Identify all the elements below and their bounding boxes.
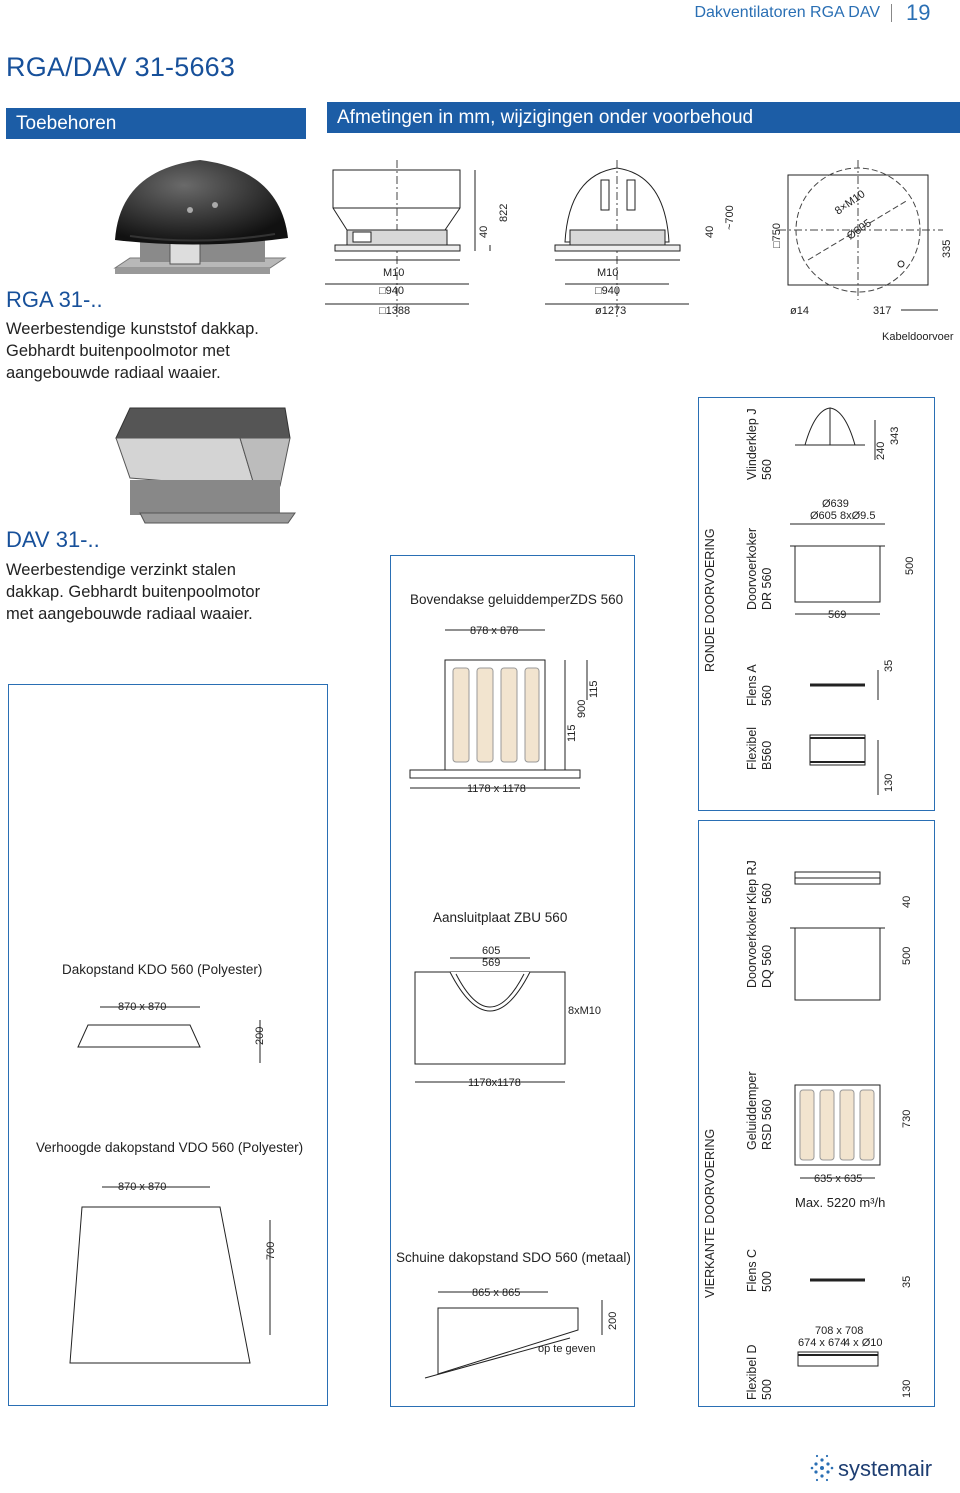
sq1388-label: □1388	[379, 305, 410, 317]
rga-product-image	[113, 160, 288, 274]
page-number: 19	[906, 0, 931, 25]
dr-h500-label: 500	[904, 557, 916, 575]
d822-label: 822	[498, 204, 510, 222]
square-section-label: VIERKANTE DOORVOERING	[703, 1128, 717, 1298]
d317-label: 317	[873, 305, 891, 317]
vdo-drawing: 870 x 870 700	[69, 1181, 277, 1364]
c-h35-label: 35	[901, 1276, 913, 1288]
zds-title: Bovendakse geluiddemperZDS 560	[410, 592, 624, 607]
zds-sdo-box	[390, 555, 635, 1407]
square-duct-drawings: 40 500 730 635 x 635 Max. 5220 m³/h 35 7…	[790, 871, 913, 1398]
rga-description: Weerbestendige kunststof dakkap. Gebhard…	[6, 320, 259, 382]
m10-label: M10	[597, 267, 618, 279]
dimensions-bar: Afmetingen in mm, wijzigingen onder voor…	[327, 102, 960, 133]
zbu-drawing: 605 569 8xM10 1178x1178	[414, 945, 601, 1089]
d-name: Flexibel D 500	[745, 1344, 774, 1400]
header-divider	[891, 4, 892, 22]
bolts-label: 8×M10	[833, 188, 868, 217]
accessories-bar: Toebehoren	[6, 108, 306, 139]
dr-d605-label: Ø605 8xØ9.5	[810, 510, 875, 522]
vdo-title: Verhoogde dakopstand VDO 560 (Polyester)	[36, 1140, 304, 1155]
j-d240-label: 240	[875, 442, 887, 460]
zbu-bolts-label: 8xM10	[568, 1005, 601, 1017]
round-section-label: RONDE DOORVOERING	[703, 528, 717, 672]
vdo-top-label: 870 x 870	[118, 1181, 166, 1193]
rsd-name: Geluiddemper RSD 560	[745, 1071, 774, 1150]
kdo-top-label: 870 x 870	[118, 1001, 166, 1013]
d40-label: 40	[478, 226, 490, 238]
d-w708-label: 708 x 708	[815, 1325, 863, 1337]
sdo-drawing: 865 x 865 op te geven 200	[424, 1287, 619, 1379]
j-d343-label: 343	[889, 427, 901, 445]
zds-h900-label: 900	[576, 700, 588, 718]
kdo-h-label: 200	[254, 1027, 266, 1045]
dq-name: Doorvoerkoker DQ 560	[745, 906, 774, 988]
sdo-h-label: 200	[607, 1312, 619, 1330]
zbu-title: Aansluitplaat ZBU 560	[433, 910, 568, 925]
sq750-label: □750	[771, 223, 783, 248]
product-title: RGA/DAV 31-5663	[6, 52, 236, 82]
kdo-drawing: 870 x 870 200	[77, 1001, 266, 1063]
zbu-bottom-label: 1178x1178	[468, 1077, 521, 1089]
kdo-vdo-box	[8, 684, 328, 1406]
b-h130-label: 130	[883, 774, 895, 792]
systemair-logo: systemair	[808, 1450, 948, 1486]
zds-h115a-label: 115	[566, 724, 578, 742]
m10-label: M10	[383, 267, 404, 279]
dav-product-image	[115, 407, 296, 524]
rsd-max-label: Max. 5220 m³/h	[795, 1195, 885, 1210]
d40-label: 40	[704, 226, 716, 238]
sq940-label: □940	[379, 285, 404, 297]
vdo-h-label: 700	[265, 1242, 277, 1260]
d-holes-label: 4 x Ø10	[844, 1337, 883, 1349]
rj-h40-label: 40	[901, 896, 913, 908]
rj-name: Klep RJ 560	[745, 860, 774, 904]
d335-label: 335	[941, 240, 953, 258]
rga-title: RGA 31-..	[6, 287, 103, 312]
rsd-w635-label: 635 x 635	[814, 1173, 862, 1185]
round-duct-box	[698, 397, 935, 811]
rga-side-drawing: M10 □940 ø1273 40 ~700	[545, 160, 736, 320]
d-w674-label: 674 x 674	[798, 1337, 846, 1349]
zds-bottom-label: 1178 x 1178	[467, 783, 526, 795]
round-duct-drawings: 240 343 Ø639 Ø605 8xØ9.5 569 500 35 130	[790, 407, 916, 795]
zbu-d605-label: 605	[482, 945, 500, 957]
d700-label: ~700	[724, 205, 736, 230]
zbu-d569-label: 569	[482, 957, 500, 969]
c-name: Flens C 500	[745, 1248, 774, 1292]
zds-h115b-label: 115	[588, 680, 600, 698]
dav-side-drawing: M10 □940 □1388 40 822	[325, 160, 510, 320]
d-h130-label: 130	[901, 1380, 913, 1398]
d1273-label: ø1273	[595, 305, 626, 317]
sdo-slope-label: op te geven	[538, 1343, 596, 1355]
top-view-drawing: □750 8×M10 Ø605 335 ø14 317 Kabeldoorvoe…	[771, 160, 954, 343]
dav-description: Weerbestendige verzinkt stalen dakkap. G…	[6, 561, 261, 623]
j-name: Vlinderklep J 560	[745, 408, 774, 480]
a-h35-label: 35	[883, 660, 895, 672]
square-duct-box	[698, 820, 935, 1407]
kabel-label: Kabeldoorvoer	[882, 331, 954, 343]
brand-name: systemair	[838, 1456, 932, 1481]
document-title: Dakventilatoren RGA DAV	[694, 4, 880, 21]
rsd-h730-label: 730	[901, 1110, 913, 1128]
sq940-label: □940	[595, 285, 620, 297]
dq-h500-label: 500	[901, 947, 913, 965]
a-name: Flens A 560	[745, 665, 774, 706]
sdo-top-label: 865 x 865	[472, 1287, 520, 1299]
dr-name: Doorvoerkoker DR 560	[745, 528, 774, 610]
dr-d639-label: Ø639	[822, 498, 849, 510]
zds-drawing: 878 x 878 1178 x 1178 115 900 115	[409, 625, 600, 795]
b-name: Flexibel B560	[745, 726, 774, 770]
zds-top-label: 878 x 878	[470, 625, 518, 637]
d605-label: Ø605	[845, 217, 874, 242]
sdo-title: Schuine dakopstand SDO 560 (metaal)	[396, 1250, 631, 1265]
dr-w569-label: 569	[828, 609, 846, 621]
kdo-title: Dakopstand KDO 560 (Polyester)	[62, 962, 263, 977]
dav-title: DAV 31-..	[6, 527, 100, 552]
d14-label: ø14	[790, 305, 809, 317]
